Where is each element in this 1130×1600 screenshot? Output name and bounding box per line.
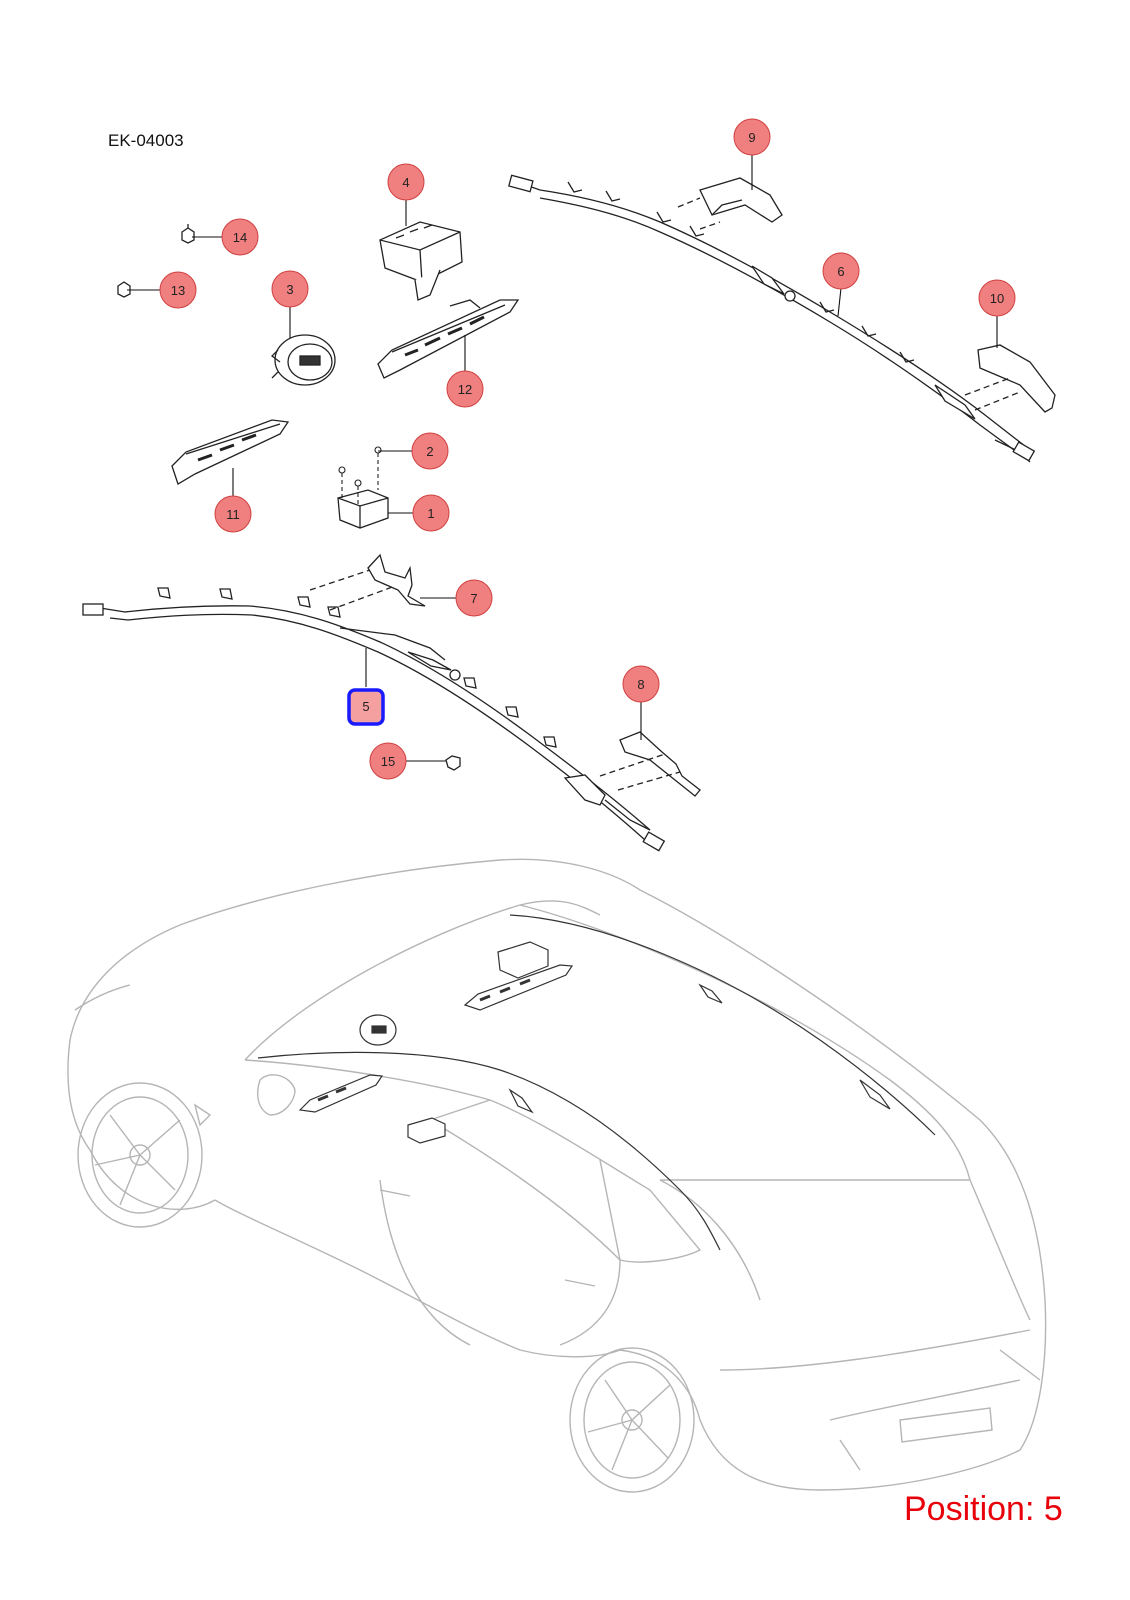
part-11-knee-airbag-rail-lower[interactable]: [171, 419, 290, 485]
callout-11[interactable]: 11: [214, 495, 252, 533]
callout-14[interactable]: 14: [221, 218, 259, 256]
part-4-airbag-module[interactable]: [379, 221, 463, 301]
svg-text:4: 4: [402, 175, 409, 190]
callout-5-highlighted[interactable]: 5: [347, 688, 385, 726]
svg-text:6: 6: [837, 264, 844, 279]
part-15-clip[interactable]: [445, 755, 461, 771]
svg-text:10: 10: [990, 291, 1004, 306]
svg-text:8: 8: [637, 677, 644, 692]
car-outline: [67, 858, 1047, 1493]
callout-9[interactable]: 9: [733, 118, 771, 156]
callout-8[interactable]: 8: [622, 665, 660, 703]
svg-text:12: 12: [458, 382, 472, 397]
svg-text:11: 11: [226, 507, 240, 522]
leader-lines: [127, 154, 998, 762]
in-situ-parts: [257, 914, 936, 1251]
callout-10[interactable]: 10: [978, 279, 1016, 317]
callout-2[interactable]: 2: [411, 432, 449, 470]
callout-1[interactable]: 1: [412, 494, 450, 532]
part-8-bracket[interactable]: [599, 731, 701, 797]
callout-3[interactable]: 3: [271, 270, 309, 308]
part-2-screws[interactable]: [338, 446, 382, 505]
diagram-code: EK-04003: [108, 131, 184, 150]
position-indicator: Position: 5: [904, 1490, 1063, 1528]
part-3-steering-airbag[interactable]: [271, 334, 336, 386]
callout-4[interactable]: 4: [387, 163, 425, 201]
svg-text:3: 3: [286, 282, 293, 297]
callout-15[interactable]: 15: [369, 742, 407, 780]
svg-text:2: 2: [426, 444, 433, 459]
part-7-bracket[interactable]: [309, 553, 426, 611]
svg-text:1: 1: [427, 506, 434, 521]
part-10-rear-bracket[interactable]: [964, 344, 1056, 413]
part-13-clip[interactable]: [117, 281, 131, 298]
part-14-clip[interactable]: [181, 224, 195, 244]
callout-13[interactable]: 13: [159, 271, 197, 309]
svg-text:15: 15: [381, 754, 395, 769]
svg-text:7: 7: [470, 591, 477, 606]
part-6-curtain-airbag-right[interactable]: [508, 174, 1036, 463]
callout-12[interactable]: 12: [446, 370, 484, 408]
svg-text:13: 13: [171, 283, 185, 298]
callout-7[interactable]: 7: [455, 579, 493, 617]
part-1-control-unit[interactable]: [337, 489, 389, 529]
callout-6[interactable]: 6: [822, 252, 860, 290]
part-5-curtain-airbag-left[interactable]: [82, 587, 666, 852]
svg-text:9: 9: [748, 130, 755, 145]
part-9-bracket[interactable]: [677, 177, 783, 230]
part-12-knee-airbag-rail[interactable]: [377, 299, 520, 379]
svg-text:14: 14: [233, 230, 247, 245]
svg-text:5: 5: [362, 699, 369, 714]
